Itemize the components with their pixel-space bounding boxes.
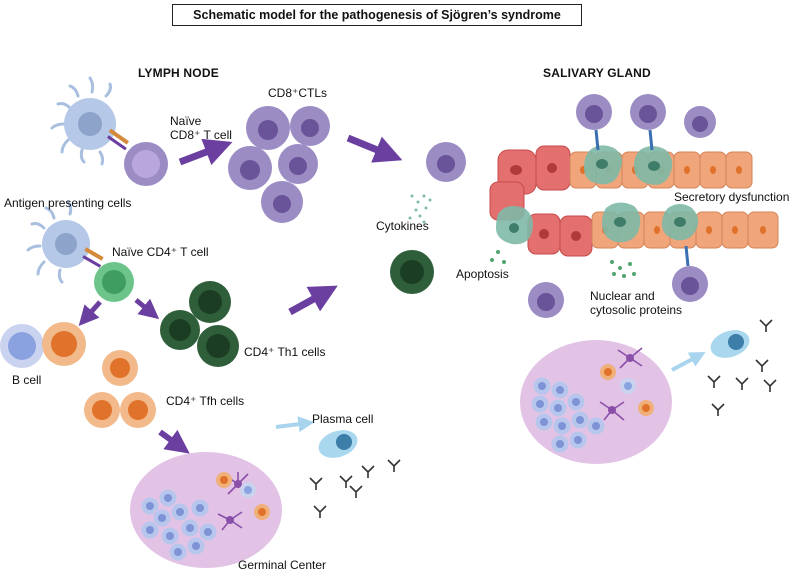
migrating-ctl [426,142,466,182]
arrow-gland-gc-to-plasma [671,351,706,372]
arrow-cd4-to-th1 [134,298,160,320]
ctl-cell [228,146,272,190]
th1-cell [160,310,200,350]
tfh-cell [102,350,138,386]
ctl-cell [246,106,290,150]
migrating-th1 [390,250,434,294]
antigen-presenting-cell-top [50,76,112,166]
naive-cd4-label: Naïve CD4⁺ T cell [112,245,209,259]
ctl-cell [684,106,716,138]
tcr-link-top [108,128,129,145]
ctl-cell [630,94,666,130]
b-cell-label: B cell [12,373,42,387]
antibodies-gland [707,319,777,416]
cd4-th1-label: CD4⁺ Th1 cells [244,345,326,359]
b-cell-group [0,322,86,368]
cd8-ctls-label: CD8⁺CTLs [268,86,328,100]
apoptosis-label: Apoptosis [456,267,509,281]
arrow-th1-to-gland [288,285,338,316]
process-arrows [78,134,706,454]
germinal-center-lymph [130,452,282,568]
diagram-title: Schematic model for the pathogenesis of … [172,4,582,26]
cd8-ctl-cluster [228,106,330,223]
tfh-cell [120,392,156,428]
germinal-center-gland [520,340,672,464]
ctl-cell [290,106,330,146]
plasma-cell-lymph [318,430,358,458]
protein-dots [490,250,636,278]
apc-cd8-group [50,76,168,186]
epithelial-row-top [497,145,753,195]
tfh-cluster [84,350,156,428]
th1-cell [197,325,239,367]
gland-ctls [528,94,716,318]
germinal-center-label: Germinal Center [238,558,327,572]
arrow-ctl-to-gland [346,134,403,163]
salivary-epithelium [489,145,779,278]
cd4-tfh-label: CD4⁺ Tfh cells [166,394,245,408]
lymph-node-heading: LYMPH NODE [138,66,219,80]
arrow-cd4-to-bcell [78,300,102,326]
nuclear-proteins-label-line2: cytosolic proteins [590,303,683,317]
th1-cell [189,281,231,323]
ctl-cell [278,144,318,184]
naive-cd8-label-line1: Naïve [170,114,202,128]
th1-cluster [160,281,239,367]
secretory-dysfunction-label: Secretory dysfunction [674,190,790,204]
salivary-gland-heading: SALIVARY GLAND [543,66,651,80]
plasma-cell-label: Plasma cell [312,412,374,426]
arrow-tfh-to-gc [158,429,190,454]
tfh-cell [84,392,120,428]
ctl-cell [672,266,708,302]
apc-nucleus-top [78,112,102,136]
ctl-cell [528,282,564,318]
apc-cd4-group [26,200,134,302]
nuclear-proteins-label-line1: Nuclear and [590,289,655,303]
cytokine-dots [408,194,432,224]
arrow-gc-to-plasma [275,416,315,433]
antigen-presenting-cells-label: Antigen presenting cells [4,196,132,210]
arrow-cd8-to-ctl [178,138,233,166]
naive-cd8-label-line2: CD8⁺ T cell [170,128,232,142]
plasma-cell-gland [710,330,750,358]
ctl-cell [576,94,612,130]
antibodies-lymph [309,459,401,518]
ctl-cell [261,181,303,223]
cytokines-label: Cytokines [376,219,429,233]
